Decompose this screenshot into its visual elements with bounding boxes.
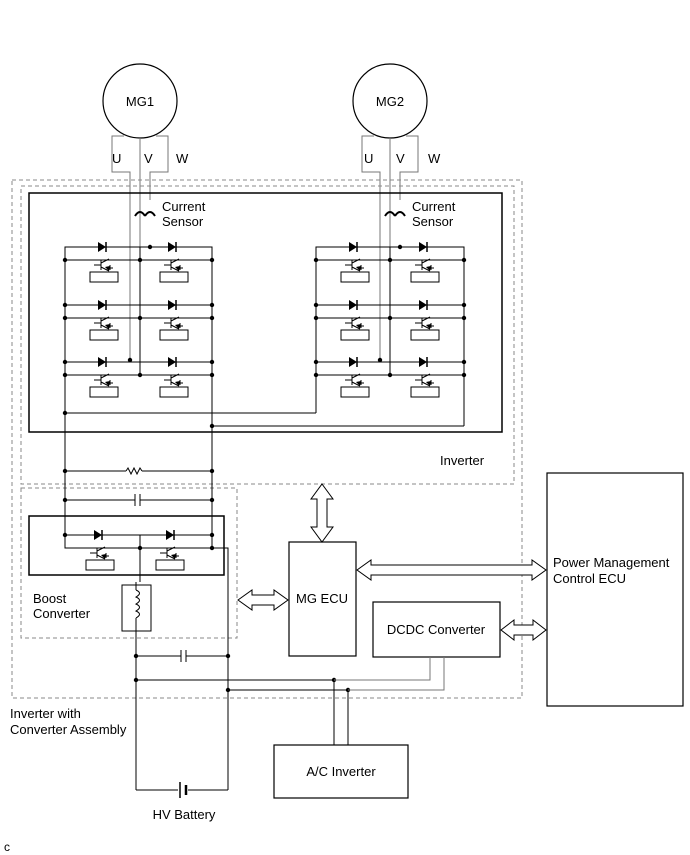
arrow-boost-mg-ecu — [237, 589, 289, 611]
dcdc-hv-link-1 — [334, 657, 431, 681]
mg1-label: MG1 — [126, 94, 154, 109]
pmc-ecu-label-2: Control ECU — [553, 571, 626, 586]
arrow-inverter-mg-ecu — [310, 483, 334, 543]
assembly-label-2: Converter Assembly — [10, 722, 127, 737]
current-sensor-mg2: Current Sensor — [384, 199, 456, 229]
boost-converter-label-1: Boost — [33, 591, 67, 606]
current-sensor-mg1: Current Sensor — [134, 199, 206, 229]
boost-converter-bridge — [62, 529, 215, 582]
mg1-u-label: U — [112, 151, 121, 166]
mg-ecu-label: MG ECU — [296, 591, 348, 606]
inverter-border — [20, 185, 515, 485]
hv-battery-label: HV Battery — [153, 807, 216, 822]
mg1-phase-wires: U V W — [111, 135, 189, 360]
mg2-u-label: U — [364, 151, 373, 166]
boost-inductor — [121, 582, 152, 632]
inverter-label: Inverter — [440, 453, 485, 468]
dcdc-hv-link-2 — [348, 657, 445, 691]
mg2-motor: MG2 — [352, 63, 428, 139]
mg-ecu: MG ECU — [288, 541, 357, 657]
hv-battery-wiring — [133, 547, 351, 798]
dc-bus-main — [62, 466, 215, 535]
mg2-igbt-bridge — [313, 241, 467, 426]
current-sensor-mg1-label-2: Sensor — [162, 214, 204, 229]
assembly-label-1: Inverter with — [10, 706, 81, 721]
mg1-w-label: W — [176, 151, 189, 166]
ac-inverter-feed — [333, 680, 349, 745]
boost-converter-switch-box — [28, 515, 225, 576]
dcdc-converter: DCDC Converter — [372, 601, 501, 658]
inverter-converter-assembly-border — [11, 179, 523, 699]
boost-converter-label-2: Converter — [33, 606, 91, 621]
corner-code: c — [4, 840, 10, 854]
mg1-v-label: V — [144, 151, 153, 166]
dcdc-converter-label: DCDC Converter — [387, 622, 486, 637]
ac-inverter: A/C Inverter — [273, 744, 409, 799]
ac-inverter-label: A/C Inverter — [306, 764, 376, 779]
arrow-mg-ecu-pmc-ecu — [356, 559, 547, 581]
power-management-control-ecu: Power Management Control ECU — [546, 472, 684, 707]
mg1-motor: MG1 — [102, 63, 178, 139]
current-sensor-mg2-label-1: Current — [412, 199, 456, 214]
mg1-igbt-bridge — [62, 241, 215, 470]
mg2-label: MG2 — [376, 94, 404, 109]
current-sensor-mg1-label-1: Current — [162, 199, 206, 214]
pmc-ecu-label-1: Power Management — [553, 555, 670, 570]
inverter-bridge-box — [28, 192, 503, 433]
arrow-dcdc-pmc-ecu — [500, 618, 547, 642]
mg2-v-label: V — [396, 151, 405, 166]
mg2-w-label: W — [428, 151, 441, 166]
current-sensor-mg2-label-2: Sensor — [412, 214, 454, 229]
dc-bus-links — [62, 410, 464, 429]
boost-converter-border — [20, 487, 238, 639]
